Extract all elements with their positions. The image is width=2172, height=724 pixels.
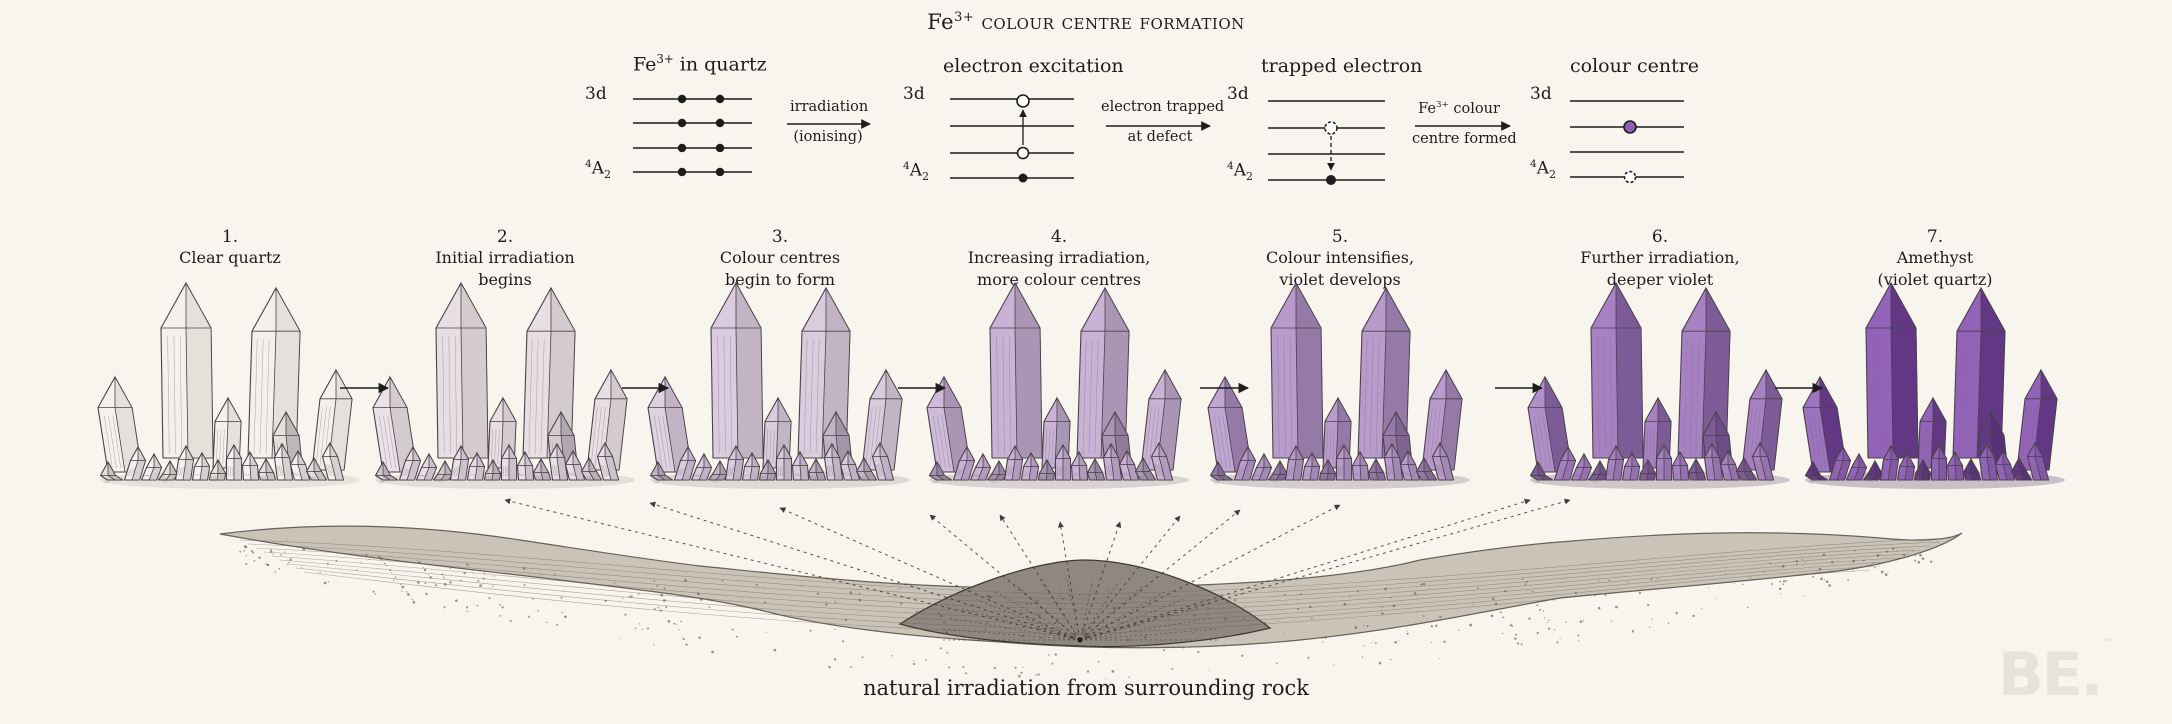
footer-caption: natural irradiation from surrounding roc… [862,676,1310,700]
panel-fe-in-quartz [633,94,752,177]
level-label-4a2: 4A2 [903,160,930,184]
level-label-4a2: 4A2 [1227,160,1254,184]
stage-number: 2. [496,227,514,247]
level-label-4a2: 4A2 [585,158,612,182]
stage-caption-line1: Increasing irradiation, [967,248,1151,267]
crystal-cluster-6 [1527,281,1790,489]
stage-number: 4. [1050,227,1068,247]
title-charge: 3+ [954,10,975,25]
stage-number: 6. [1651,227,1669,247]
transition-label-irradiation: irradiation (ionising) [790,99,869,145]
crystal-cluster-3 [647,281,910,489]
crystal-cluster-2 [372,281,635,489]
irradiation-rays [504,498,1571,643]
stage-number: 3. [771,227,789,247]
panel-title-colour-centre: colour centre [1570,55,1700,77]
crystal-cluster-7 [1802,281,2065,489]
stage-number: 5. [1331,227,1349,247]
stage-caption-line2: begin to form [725,270,835,289]
trademark-mark: ™ [2102,636,2113,649]
panel-electron-excitation [950,94,1074,183]
crystal-cluster-4 [926,281,1189,489]
stage-caption-line2: more colour centres [977,270,1141,289]
level-label-3d: 3d [1227,84,1249,104]
stage-caption-line1: Amethyst [1896,248,1974,267]
level-label-4a2: 4A2 [1530,158,1557,182]
level-label-3d: 3d [903,84,925,104]
panel-trapped-electron [1268,100,1385,185]
crystal-cluster-1 [97,281,360,489]
panel-title-trapped-electron: trapped electron [1261,55,1423,77]
title-ion: Fe [927,10,955,34]
stage-caption-line1: Clear quartz [179,248,281,267]
stage-caption-line2: violet develops [1279,270,1401,289]
stage-caption-line2: deeper violet [1606,270,1714,289]
stage-caption-line1: Colour centres [719,248,841,267]
stage-number: 1. [221,227,239,247]
stage-caption-line1: Colour intensifies, [1265,248,1415,267]
level-label-3d: 3d [1530,84,1552,104]
crystal-cluster-5 [1207,281,1470,489]
panel-title-fe-in-quartz: Fe3+ in quartz [633,52,767,76]
title-text: colour centre formation [981,10,1245,34]
level-label-3d: 3d [585,84,607,104]
stage-caption-line1: Further irradiation, [1580,248,1740,267]
transition-label-colour-centre: Fe3+ colour centre formed [1412,100,1517,147]
stage-number: 7. [1926,227,1944,247]
panel-colour-centre [1570,100,1684,184]
transition-label-trapped: electron trapped at defect [1101,99,1225,145]
panel-title-electron-excitation: electron excitation [943,55,1124,77]
stage-caption-line2: begins [478,270,532,289]
page-title: Fe3+ colour centre formation [0,10,2172,34]
brand-logo: BE. [1998,640,2104,710]
rock-strata [219,525,1963,680]
stage-caption-line2: (violet quartz) [1877,270,1993,289]
stage-caption-line1: Initial irradiation [435,248,575,267]
